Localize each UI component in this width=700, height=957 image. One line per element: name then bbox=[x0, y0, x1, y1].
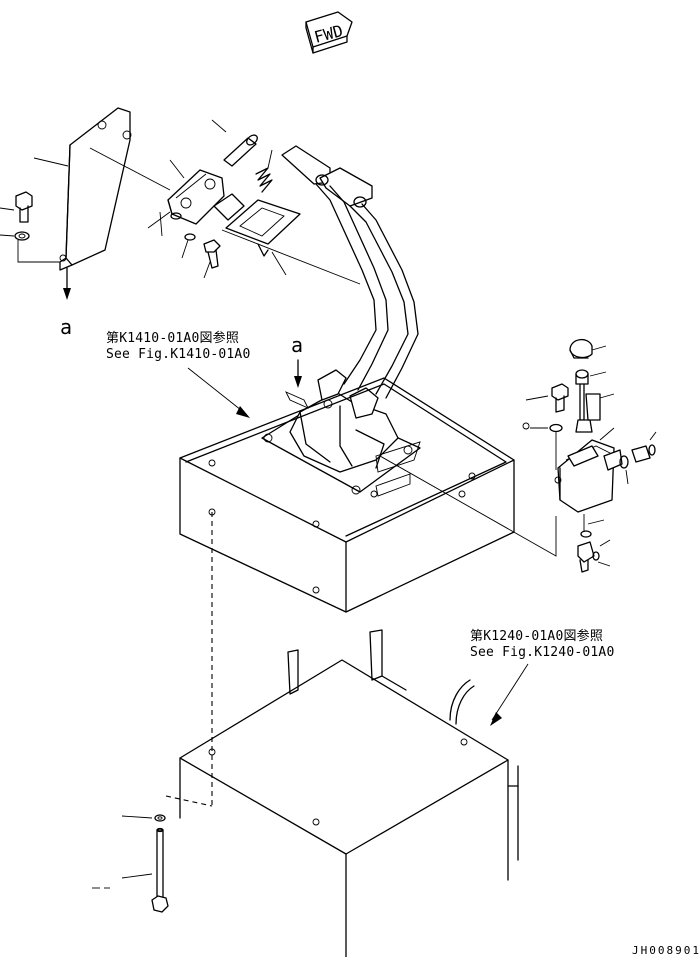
fwd-arrow-icon: FWD bbox=[305, 11, 353, 54]
reference-2-en: See Fig.K1240-01A0 bbox=[470, 645, 614, 660]
reference-2-jp: 第K1240-01A0図参照 bbox=[470, 628, 603, 644]
lock-plate bbox=[213, 193, 301, 257]
valve-body bbox=[554, 439, 623, 513]
floor-frame bbox=[179, 629, 519, 957]
long-bolt bbox=[151, 814, 169, 913]
lower-fitting bbox=[577, 530, 600, 573]
clevis-block bbox=[167, 169, 225, 225]
reference-1-en: See Fig.K1410-01A0 bbox=[106, 347, 250, 362]
lever-housing bbox=[261, 369, 421, 497]
control-lever bbox=[281, 145, 419, 399]
valve-knob bbox=[569, 339, 593, 359]
small-bolt bbox=[184, 233, 221, 269]
pivot-pin bbox=[223, 134, 258, 167]
return-spring bbox=[255, 167, 273, 193]
view-marker-label: a bbox=[60, 315, 72, 339]
valve-bolt bbox=[549, 383, 569, 433]
view-arrow-icon bbox=[63, 267, 71, 300]
drawing-code: JH008901 bbox=[632, 944, 700, 957]
view-marker-label-2: a bbox=[291, 333, 303, 357]
bracket-bolt bbox=[14, 191, 33, 241]
mounting-bracket bbox=[59, 107, 171, 271]
reference-1-jp: 第K1410-01A0図参照 bbox=[106, 330, 239, 346]
fitting bbox=[619, 444, 656, 469]
valve-stem bbox=[575, 369, 601, 433]
